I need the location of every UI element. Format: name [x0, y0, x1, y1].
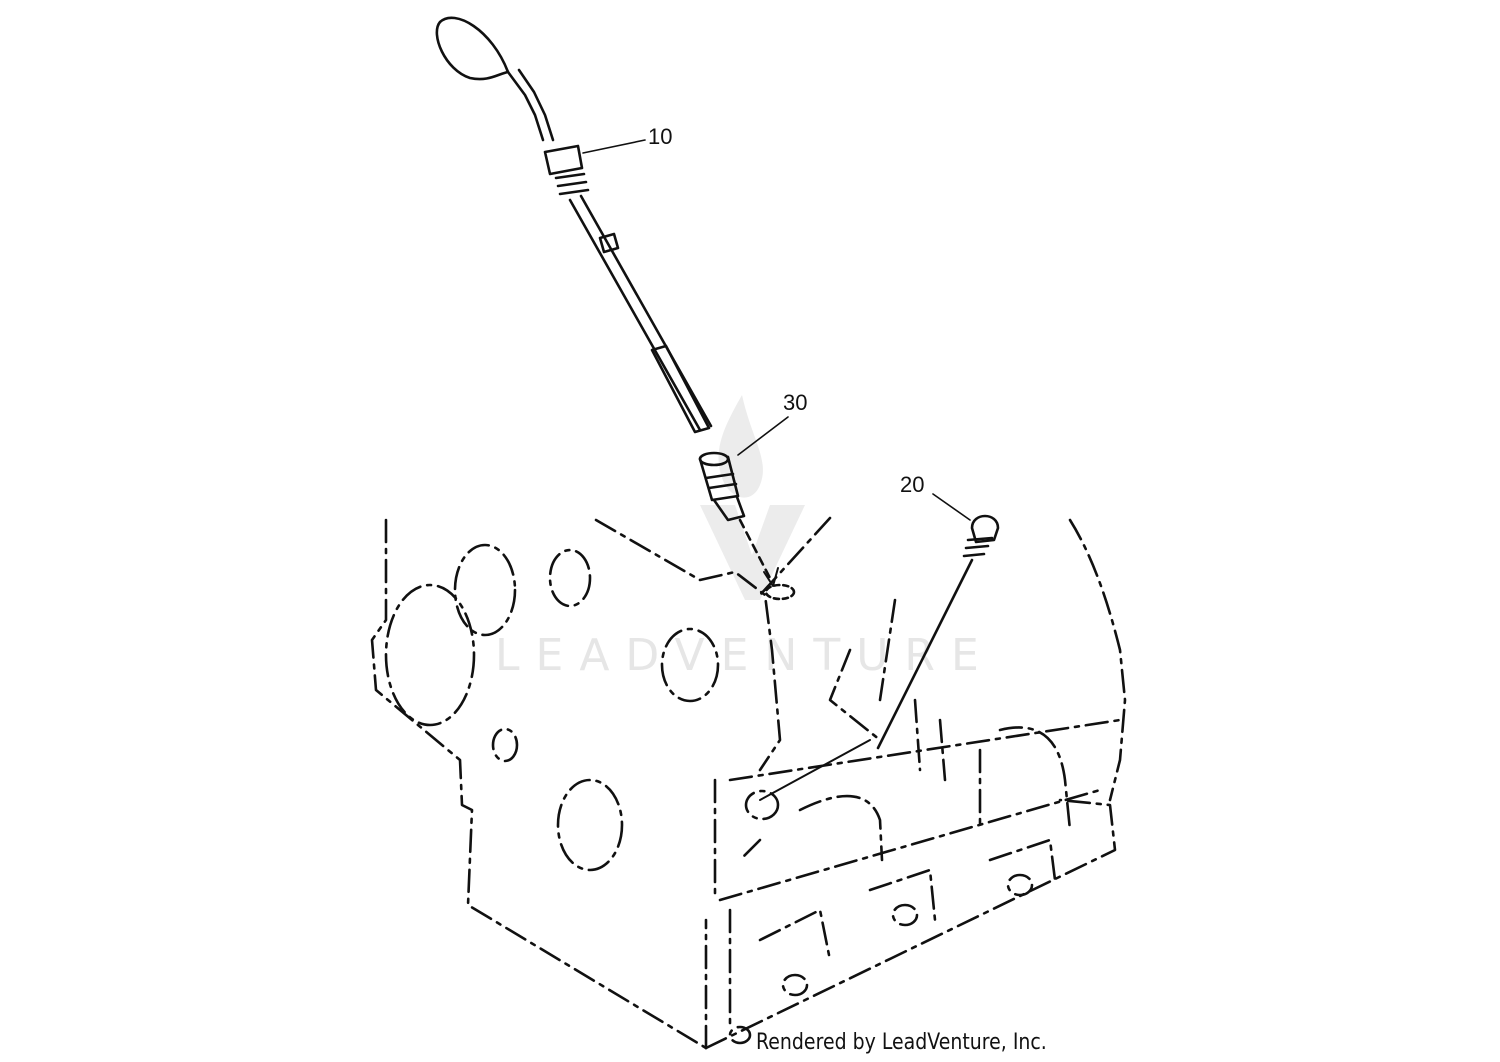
render-credit-footer: Rendered by LeadVenture, Inc.	[756, 1030, 1047, 1055]
leader-lines	[582, 139, 971, 521]
dipstick-part	[435, 16, 713, 434]
dipstick-tube-part	[698, 451, 796, 601]
callout-label-30: 30	[783, 390, 808, 415]
callout-label-10: 10	[648, 124, 673, 149]
callout-label-20: 20	[900, 472, 925, 497]
plug-part	[759, 514, 1000, 801]
engine-block-outline	[370, 516, 1127, 1050]
watermark-text: LEADVENTURE	[495, 630, 995, 681]
